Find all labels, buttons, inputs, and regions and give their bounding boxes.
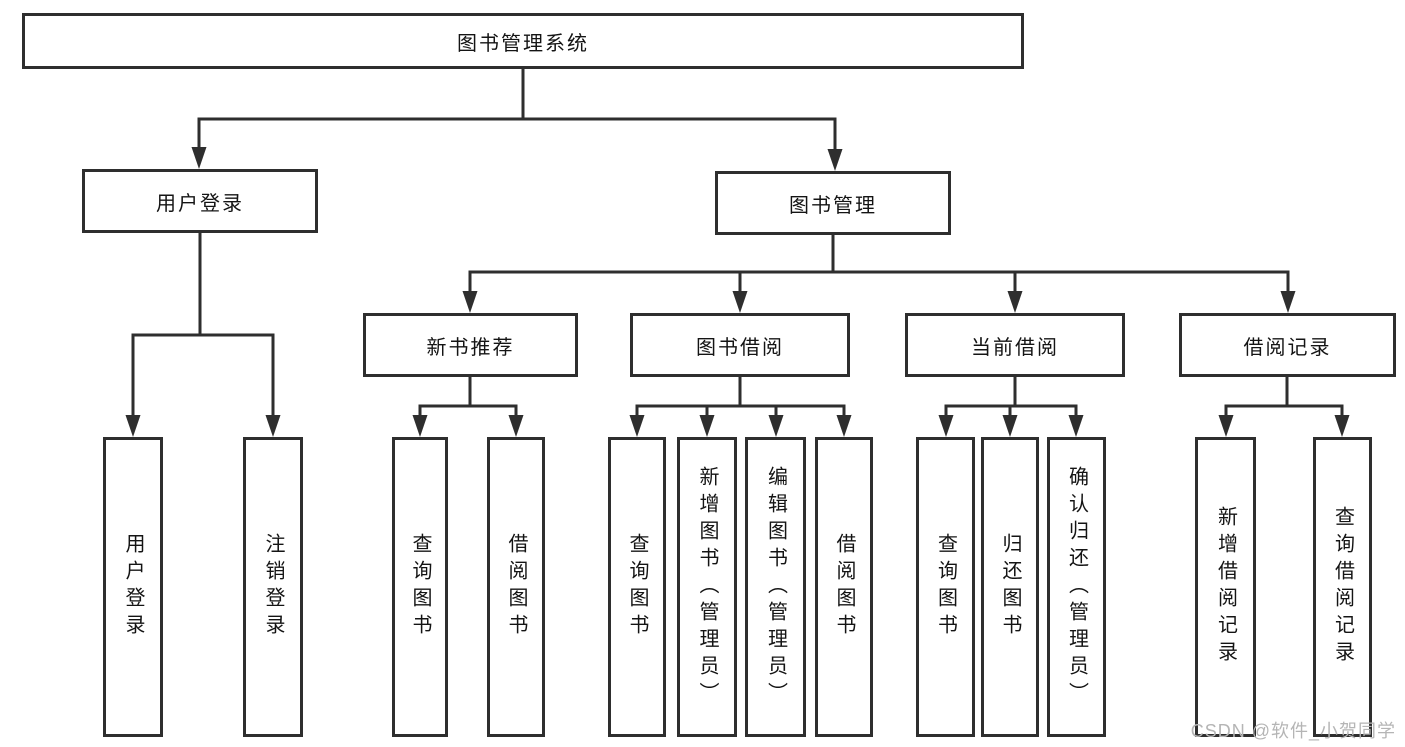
node-label: 用户登录 [156,192,244,215]
node-label: 查询图书 [934,533,957,641]
node-borrowing-records: 借阅记录 [1179,313,1396,377]
csdn-watermark: CSDN @软件_小贺同学 [1190,721,1396,741]
node-label: 归还图书 [999,533,1021,641]
node-label: 新书推荐 [426,336,515,359]
node-book-borrowing: 图书借阅 [630,313,850,377]
leaf-logout: 注销登录 [243,437,303,737]
node-label: 图书借阅 [696,336,784,359]
node-label: 图书管理 [789,194,877,217]
node-current-borrowing: 当前借阅 [905,313,1125,377]
node-book-management: 图书管理 [715,171,951,235]
leaf-user-login: 用户登录 [103,437,163,737]
node-label: 借阅图书 [833,533,855,641]
leaf-return-books: 归还图书 [981,437,1039,737]
node-label: 查询图书 [409,533,431,641]
leaf-add-borrow-record: 新增借阅记录 [1195,437,1256,737]
node-library-management-system: 图书管理系统 [22,13,1024,69]
node-label: 用户登录 [122,533,144,641]
node-label: 新增图书（管理员） [696,465,718,709]
leaf-add-books-admin: 新增图书（管理员） [677,437,737,737]
node-label: 当前借阅 [971,336,1059,359]
node-new-book-recommendation: 新书推荐 [363,313,578,377]
node-label: 图书管理系统 [457,32,589,55]
leaf-edit-books-admin: 编辑图书（管理员） [745,437,806,737]
node-label: 编辑图书（管理员） [764,465,787,709]
node-label: 借阅图书 [505,533,527,641]
leaf-query-borrow-record: 查询借阅记录 [1313,437,1372,737]
node-label: 注销登录 [262,533,284,641]
node-label: 确认归还（管理员） [1065,465,1088,709]
leaf-query-books-recommend: 查询图书 [392,437,448,737]
leaf-confirm-return-admin: 确认归还（管理员） [1047,437,1106,737]
node-label: 查询图书 [626,533,648,641]
node-label: 新增借阅记录 [1214,506,1237,668]
leaf-query-books-borrow: 查询图书 [608,437,666,737]
node-user-login: 用户登录 [82,169,318,233]
leaf-borrow-books: 借阅图书 [815,437,873,737]
leaf-borrow-books-recommend: 借阅图书 [487,437,545,737]
leaf-query-books-current: 查询图书 [916,437,975,737]
node-label: 查询借阅记录 [1331,506,1354,668]
node-label: 借阅记录 [1243,336,1332,359]
